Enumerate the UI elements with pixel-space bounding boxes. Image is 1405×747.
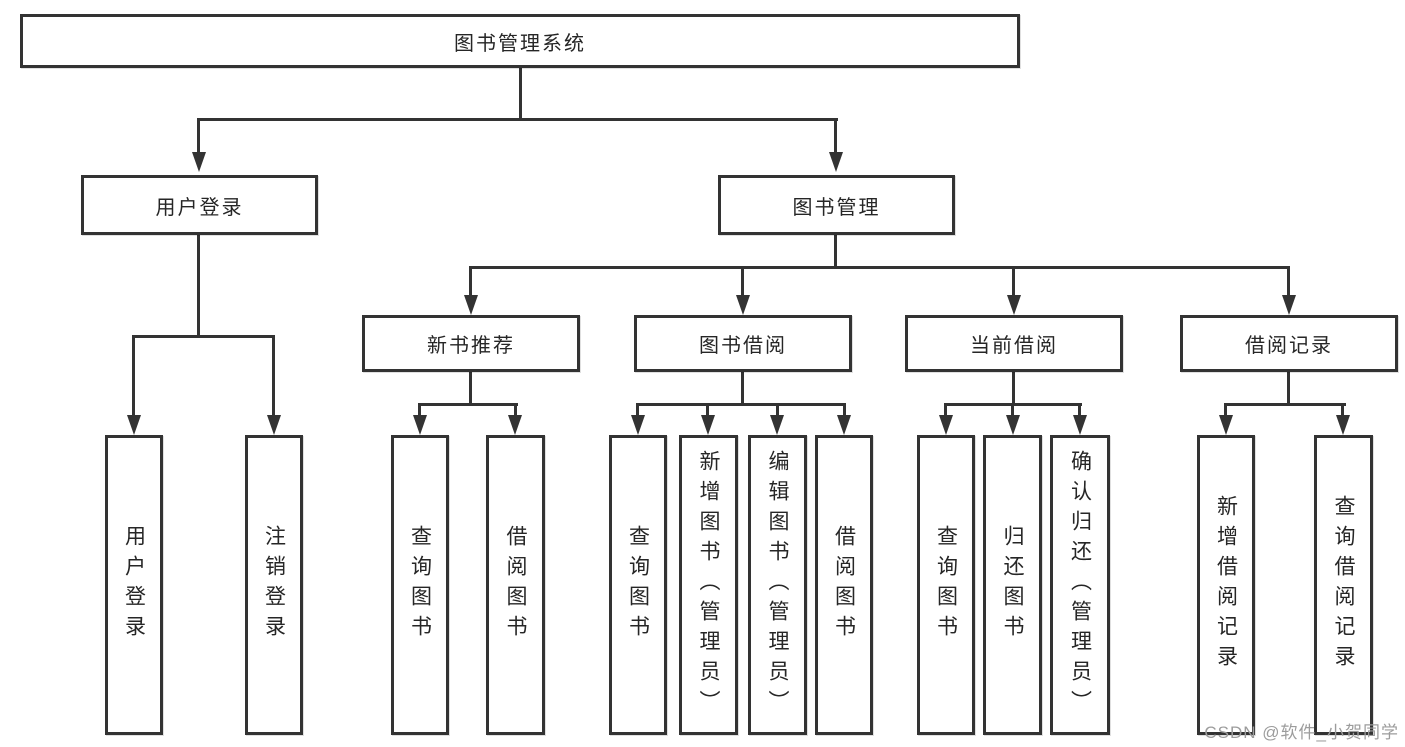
connector-line <box>636 403 846 406</box>
connector-line <box>741 266 744 300</box>
connector-line <box>272 335 275 420</box>
arrowhead-icon <box>413 415 427 435</box>
arrowhead-icon <box>1282 295 1296 315</box>
leaf-br-query-record: 查询借阅记录 <box>1314 435 1373 735</box>
leaf-bb-query-books: 查询图书 <box>609 435 667 735</box>
leaf-label: 用户登录 <box>122 525 146 645</box>
arrowhead-icon <box>192 152 206 172</box>
leaf-label: 借阅图书 <box>832 525 856 645</box>
connector-line <box>843 403 846 420</box>
leaf-label: 新增图书（管理员） <box>697 450 721 720</box>
leaf-label: 归还图书 <box>1001 525 1025 645</box>
connector-line <box>741 372 744 405</box>
node-root: 图书管理系统 <box>20 14 1020 68</box>
connector-line <box>197 118 838 121</box>
leaf-label: 注销登录 <box>262 525 286 645</box>
node-user-login-branch: 用户登录 <box>81 175 318 235</box>
connector-line <box>1012 372 1015 405</box>
connector-line <box>469 266 472 300</box>
leaf-label: 查询图书 <box>408 525 432 645</box>
leaf-rec-borrow-books: 借阅图书 <box>486 435 545 735</box>
connector-line <box>1341 403 1344 420</box>
node-book-mgmt-branch: 图书管理 <box>718 175 955 235</box>
arrowhead-icon <box>701 415 715 435</box>
leaf-label: 查询图书 <box>934 525 958 645</box>
node-label: 图书管理 <box>792 196 881 219</box>
connector-line <box>1287 266 1290 300</box>
leaf-label: 确认归还（管理员） <box>1068 450 1092 720</box>
connector-line <box>197 235 200 337</box>
connector-line <box>1287 372 1290 405</box>
node-label: 借阅记录 <box>1245 335 1333 357</box>
connector-line <box>469 372 472 405</box>
node-label: 图书借阅 <box>699 335 787 357</box>
arrowhead-icon <box>770 415 784 435</box>
connector-line <box>197 118 200 158</box>
arrowhead-icon <box>939 415 953 435</box>
connector-line <box>776 403 779 420</box>
csdn-watermark: CSDN @软件_小贺同学 <box>1204 723 1399 742</box>
connector-line <box>706 403 709 420</box>
node-label: 新书推荐 <box>427 335 515 357</box>
connector-line <box>418 403 421 420</box>
arrowhead-icon <box>1007 295 1021 315</box>
connector-line <box>469 266 1290 269</box>
leaf-bb-add-books: 新增图书（管理员） <box>679 435 738 735</box>
node-book-borrow: 图书借阅 <box>634 315 852 372</box>
connector-line <box>944 403 947 420</box>
arrowhead-icon <box>464 295 478 315</box>
arrowhead-icon <box>508 415 522 435</box>
connector-line <box>418 403 518 406</box>
leaf-cb-return-books: 归还图书 <box>983 435 1042 735</box>
connector-line <box>834 118 837 158</box>
node-current-borrow: 当前借阅 <box>905 315 1123 372</box>
leaf-cb-query-books: 查询图书 <box>917 435 975 735</box>
leaf-label: 查询图书 <box>626 525 650 645</box>
leaf-label: 查询借阅记录 <box>1332 495 1356 675</box>
leaf-label: 编辑图书（管理员） <box>766 450 790 720</box>
connector-line <box>1224 403 1346 406</box>
connector-line <box>132 335 275 338</box>
node-new-book-rec: 新书推荐 <box>362 315 580 372</box>
arrowhead-icon <box>1336 415 1350 435</box>
node-borrow-records: 借阅记录 <box>1180 315 1398 372</box>
connector-line <box>514 403 517 420</box>
leaf-label: 借阅图书 <box>504 525 528 645</box>
arrowhead-icon <box>631 415 645 435</box>
leaf-cb-confirm-return: 确认归还（管理员） <box>1050 435 1110 735</box>
leaf-bb-edit-books: 编辑图书（管理员） <box>748 435 807 735</box>
leaf-br-add-record: 新增借阅记录 <box>1197 435 1255 735</box>
connector-line <box>636 403 639 420</box>
arrowhead-icon <box>1219 415 1233 435</box>
node-root-label: 图书管理系统 <box>454 32 586 55</box>
arrowhead-icon <box>1006 415 1020 435</box>
leaf-user-login: 用户登录 <box>105 435 163 735</box>
connector-line <box>1078 403 1081 420</box>
leaf-logout: 注销登录 <box>245 435 303 735</box>
leaf-rec-query-books: 查询图书 <box>391 435 449 735</box>
connector-line <box>1012 266 1015 300</box>
arrowhead-icon <box>267 415 281 435</box>
connector-line <box>1224 403 1227 420</box>
connector-line <box>1011 403 1014 420</box>
leaf-label: 新增借阅记录 <box>1214 495 1238 675</box>
connector-line <box>834 235 837 269</box>
arrowhead-icon <box>1073 415 1087 435</box>
arrowhead-icon <box>829 152 843 172</box>
node-label: 当前借阅 <box>970 335 1058 357</box>
arrowhead-icon <box>127 415 141 435</box>
leaf-bb-borrow-books: 借阅图书 <box>815 435 873 735</box>
connector-line <box>519 68 522 120</box>
arrowhead-icon <box>736 295 750 315</box>
node-label: 用户登录 <box>155 196 244 219</box>
arrowhead-icon <box>837 415 851 435</box>
connector-line <box>132 335 135 420</box>
